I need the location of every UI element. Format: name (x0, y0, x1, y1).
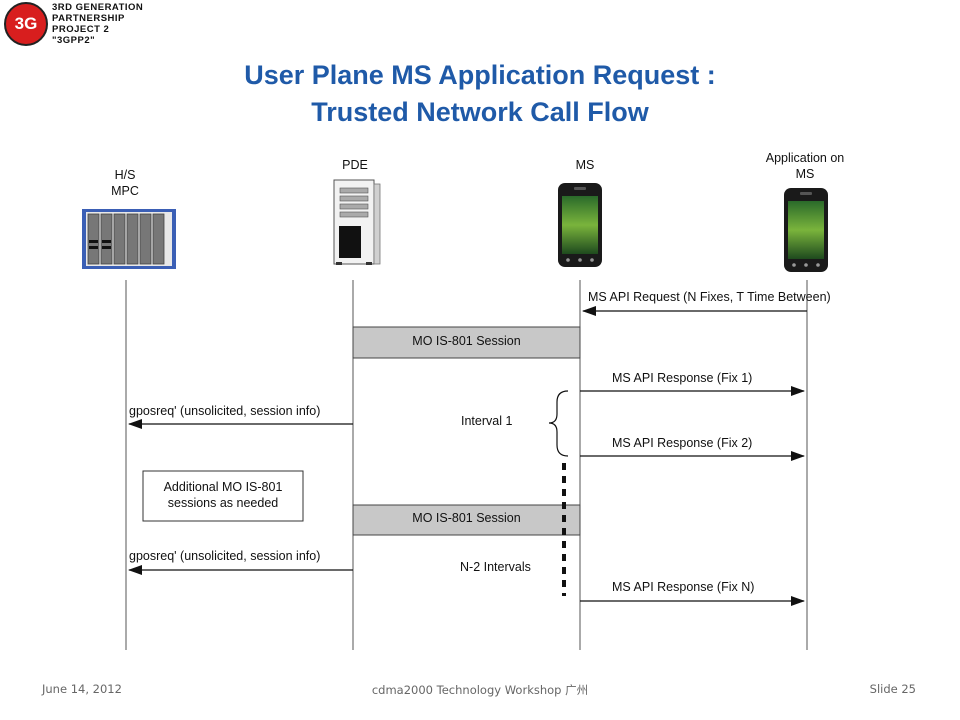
application-on-ms-label: Application on MS (765, 151, 845, 181)
hs-mpc-server-icon (82, 209, 176, 269)
logo-line-1: 3RD GENERATION (52, 2, 144, 13)
page-title-line-1: User Plane MS Application Request : (244, 60, 716, 90)
interval-brace (548, 390, 569, 457)
application-phone-icon (784, 188, 828, 272)
response-fix1-label: MS API Response (Fix 1) (612, 371, 753, 385)
3gpp2-logo-badge: 3G (4, 2, 48, 46)
logo-badge-text: 3G (14, 14, 38, 33)
ms-label: MS (575, 158, 595, 172)
pde-server-icon (333, 179, 381, 265)
pde-label: PDE (342, 158, 368, 172)
n2-intervals-label: N-2 Intervals (460, 560, 531, 574)
response-fix2-label: MS API Response (Fix 2) (612, 436, 753, 450)
footer-workshop: cdma2000 Technology Workshop 广州 (371, 683, 589, 697)
page-title-line-2: Trusted Network Call Flow (311, 97, 649, 127)
footer-date: June 14, 2012 (42, 682, 122, 696)
hs-mpc-label: H/S MPC (111, 168, 139, 198)
session-box-2 (352, 504, 581, 536)
gposreq-1-label: gposreq' (unsolicited, session info) (129, 404, 321, 418)
session-2-label: MO IS-801 Session (412, 511, 521, 525)
session-1-label: MO IS-801 Session (412, 334, 521, 348)
session-box-1 (352, 326, 581, 359)
additional-sessions-note: Additional MO IS-801 sessions as needed (163, 480, 283, 510)
api-request-label: MS API Request (N Fixes, T Time Between) (588, 290, 831, 304)
logo-line-3: PROJECT 2 (52, 24, 110, 35)
ms-phone-icon (558, 183, 602, 267)
logo-line-2: PARTNERSHIP (52, 13, 125, 24)
logo-line-4: "3GPP2" (52, 35, 96, 46)
response-fixn-label: MS API Response (Fix N) (612, 580, 755, 594)
footer-slide-number: Slide 25 (869, 682, 916, 696)
gposreq-2-label: gposreq' (unsolicited, session info) (129, 549, 321, 563)
3gpp2-logo-text: 3RD GENERATION PARTNERSHIP PROJECT 2 "3G… (52, 2, 143, 46)
note-box (142, 470, 304, 522)
interval-1-label: Interval 1 (461, 414, 513, 428)
